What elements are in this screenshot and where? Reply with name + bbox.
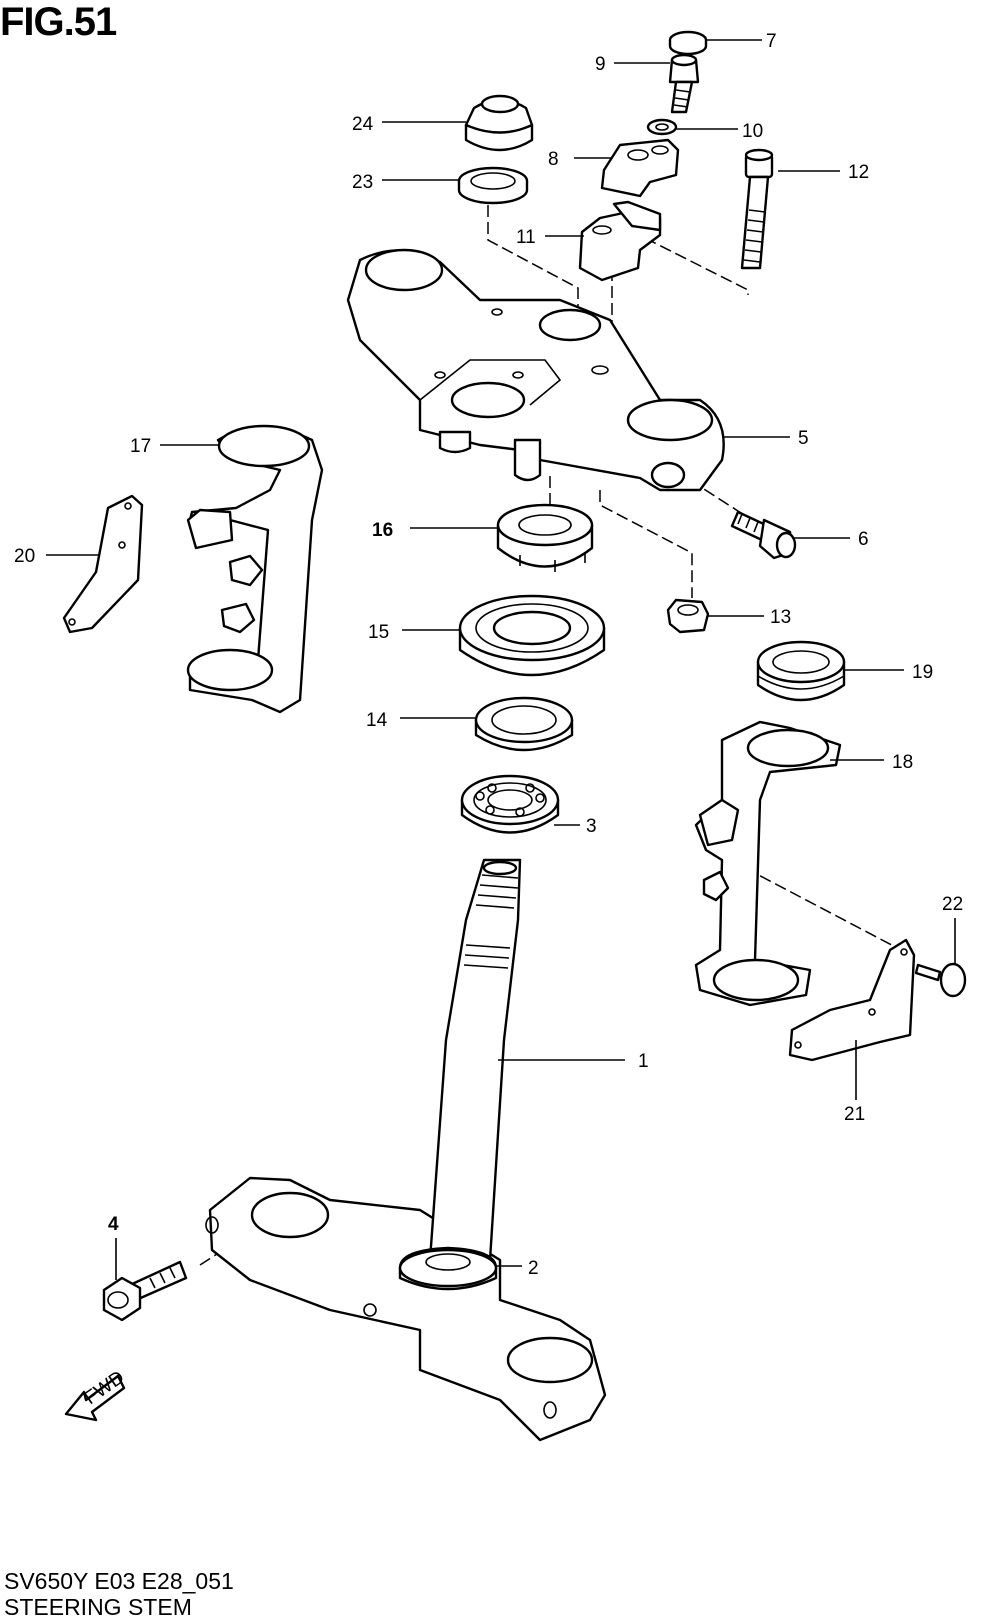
callout-8: 8 [548, 149, 559, 170]
part-4-bolt[interactable] [102, 1260, 188, 1322]
part-1-steering-stem[interactable] [205, 858, 607, 1442]
callout-labels: 7 9 10 8 12 24 23 11 5 6 17 16 20 13 15 … [14, 31, 963, 1279]
part-15-dust-seal[interactable] [458, 594, 606, 677]
part-19-oil-seal[interactable] [756, 640, 846, 702]
part-7-cap[interactable] [668, 30, 708, 56]
callout-22: 22 [942, 894, 963, 915]
part-3-bearing[interactable] [460, 774, 560, 834]
callout-4: 4 [108, 1214, 119, 1235]
part-23-washer[interactable] [457, 166, 529, 205]
part-20-bracket-left[interactable] [62, 494, 144, 634]
part-9-bolt[interactable] [668, 53, 700, 114]
callout-14: 14 [366, 710, 388, 731]
figure-title: FIG.51 [0, 0, 117, 44]
callout-15: 15 [368, 622, 389, 643]
callout-19: 19 [912, 662, 933, 683]
part-8-holder-cap[interactable] [600, 138, 680, 198]
part-12-bolt[interactable] [740, 148, 774, 270]
part-18-fork-cover-right[interactable] [694, 720, 842, 1007]
part-10-washer[interactable] [646, 118, 678, 136]
callout-9: 9 [595, 54, 606, 75]
callout-16: 16 [372, 520, 393, 541]
callout-2: 2 [528, 1258, 539, 1279]
callout-1: 1 [638, 1051, 649, 1072]
callout-12: 12 [848, 162, 869, 183]
callout-3: 3 [586, 816, 597, 837]
callout-17: 17 [130, 436, 151, 457]
part-14-race[interactable] [474, 696, 574, 752]
callout-10: 10 [742, 121, 763, 142]
part-11-holder[interactable] [578, 200, 662, 282]
callout-21: 21 [844, 1104, 865, 1125]
part-22-screw[interactable] [914, 962, 967, 998]
callout-24: 24 [352, 114, 374, 135]
fwd-arrow-icon: FWD [64, 1367, 128, 1422]
part-6-bolt[interactable] [730, 510, 797, 560]
callout-6: 6 [858, 529, 869, 550]
footer-model-code: SV650Y E03 E28_051 [4, 1568, 234, 1594]
leader-lines [46, 39, 956, 1280]
part-16-steering-nut[interactable] [496, 503, 594, 572]
callout-18: 18 [892, 752, 913, 773]
callout-13: 13 [770, 607, 791, 628]
callout-5: 5 [798, 428, 809, 449]
part-13-nut[interactable] [666, 598, 710, 634]
callout-23: 23 [352, 172, 373, 193]
callout-7: 7 [766, 31, 777, 52]
callout-20: 20 [14, 546, 35, 567]
part-17-fork-cover-left[interactable] [186, 424, 324, 714]
part-24-rubber-cap[interactable] [464, 94, 534, 152]
callout-11: 11 [516, 227, 536, 248]
part-5-upper-bracket[interactable] [346, 248, 725, 492]
part-21-bracket-right[interactable] [788, 938, 916, 1062]
footer-section-name: STEERING STEM [4, 1594, 192, 1620]
